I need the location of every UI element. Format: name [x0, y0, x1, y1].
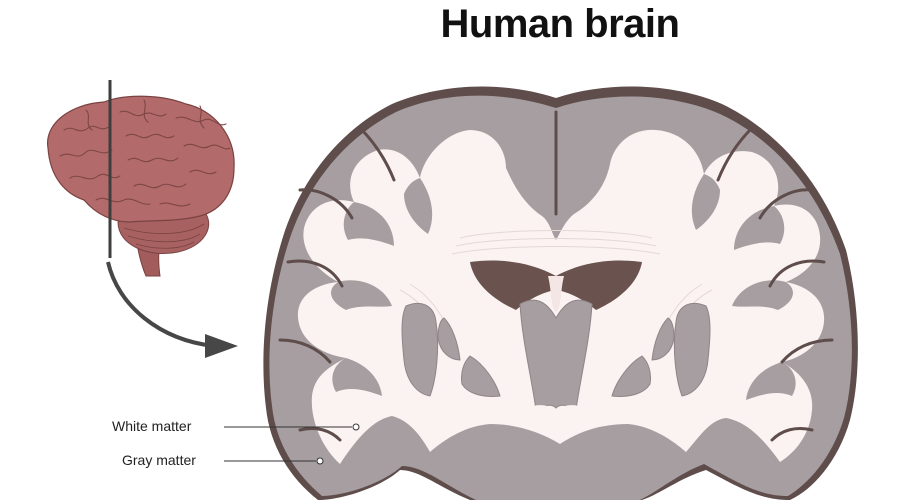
cerebrum	[47, 95, 235, 223]
gray-matter-label: Gray matter	[122, 452, 196, 468]
white-matter-label: White matter	[112, 418, 192, 434]
left-globus	[461, 355, 501, 397]
left-putamen	[401, 302, 439, 397]
right-globus	[611, 355, 651, 397]
label-leaders	[224, 423, 360, 465]
left-caudate	[437, 317, 461, 361]
curved-arrow-icon	[106, 261, 238, 358]
side-view-brain-icon	[47, 80, 235, 277]
right-caudate	[651, 317, 675, 361]
coronal-section	[263, 86, 858, 500]
right-putamen	[673, 302, 711, 397]
diagram-title: Human brain	[440, 2, 680, 46]
